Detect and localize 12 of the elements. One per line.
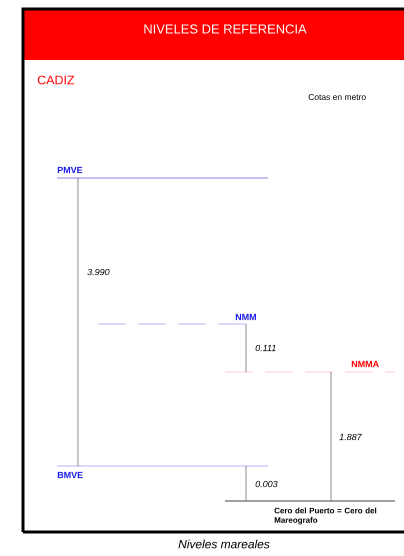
level-label: NMMA: [352, 360, 379, 368]
dimension-value: 0.003: [256, 480, 278, 488]
units-note: Cotas en metro: [308, 94, 366, 100]
dimension-value: 1.887: [339, 434, 362, 440]
level-label: NMM: [236, 314, 256, 320]
level-label: PMVE: [58, 166, 82, 174]
caption: Niveles mareales: [178, 540, 270, 548]
header-banner: NIVELES DE REFERENCIA: [24, 10, 404, 60]
dimension-value: 0.111: [256, 344, 276, 352]
dimension-value: 3.990: [87, 268, 110, 276]
place-name: CADIZ: [38, 76, 74, 84]
level-label: BMVE: [58, 472, 83, 478]
